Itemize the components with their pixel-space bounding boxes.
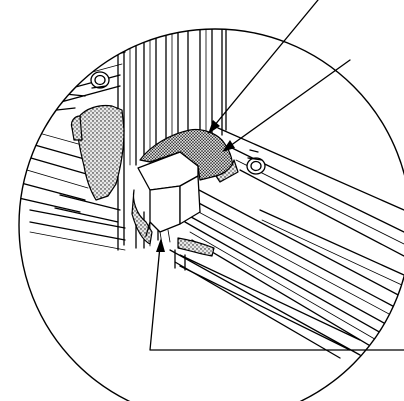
detail-circle (18, 28, 404, 401)
detail-contents (19, 29, 404, 367)
leader-bottom-a (149, 245, 404, 351)
bolt-head-left (90, 71, 110, 89)
sealant-bead-left-tip (70, 115, 83, 141)
leader-top-b-arrow (222, 140, 235, 152)
leader-bottom-a-arrow (156, 238, 165, 252)
sealant-bead-lower (131, 189, 153, 245)
sealant-bead-left (76, 104, 125, 201)
leader-top-b (229, 59, 351, 147)
corner-bracket (137, 151, 201, 233)
leader-top-a (213, 0, 319, 127)
lower-rail (54, 194, 361, 359)
callout-leaders (149, 0, 404, 351)
leader-top-a-arrow (208, 120, 220, 134)
sealant-bead-corner-side (215, 159, 239, 183)
bolt-head-right (246, 157, 266, 175)
sealant-bead-lower-right (177, 237, 215, 257)
